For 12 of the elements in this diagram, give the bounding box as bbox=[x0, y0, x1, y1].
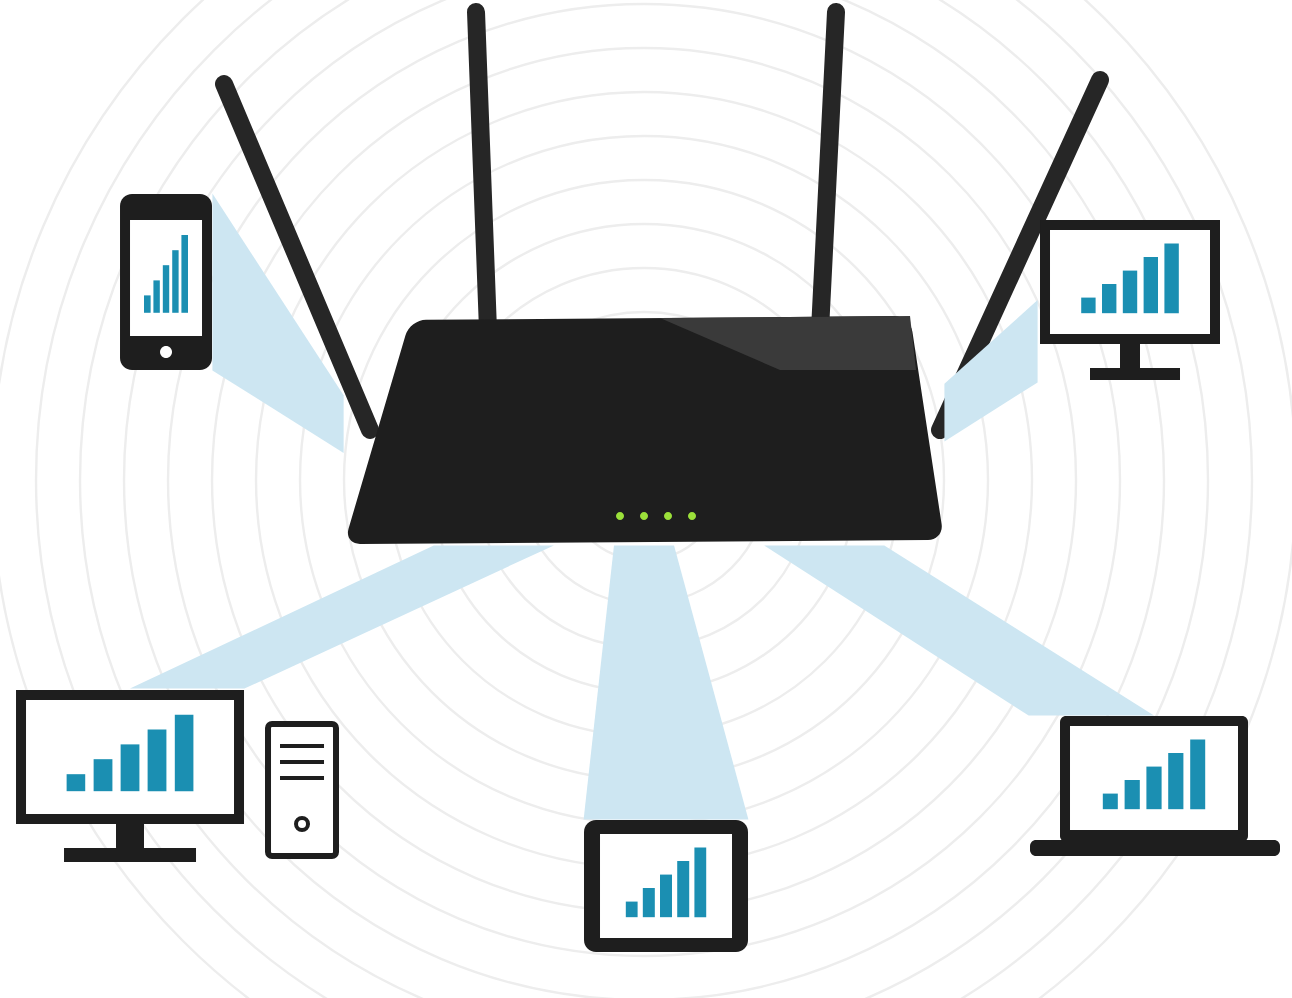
router-drawing bbox=[215, 3, 1109, 544]
tablet-drawing bbox=[584, 820, 748, 952]
monitor-drawing bbox=[1040, 220, 1220, 380]
signal-beam bbox=[944, 300, 1038, 442]
signal-beam bbox=[764, 545, 1154, 716]
signal-beam bbox=[130, 545, 554, 689]
monitor-drawing bbox=[16, 690, 244, 862]
signal-beam bbox=[583, 545, 749, 820]
signal-beam bbox=[212, 193, 344, 454]
phone-drawing bbox=[120, 194, 212, 370]
laptop-drawing bbox=[1030, 716, 1280, 856]
computer-tower-drawing bbox=[265, 721, 339, 859]
